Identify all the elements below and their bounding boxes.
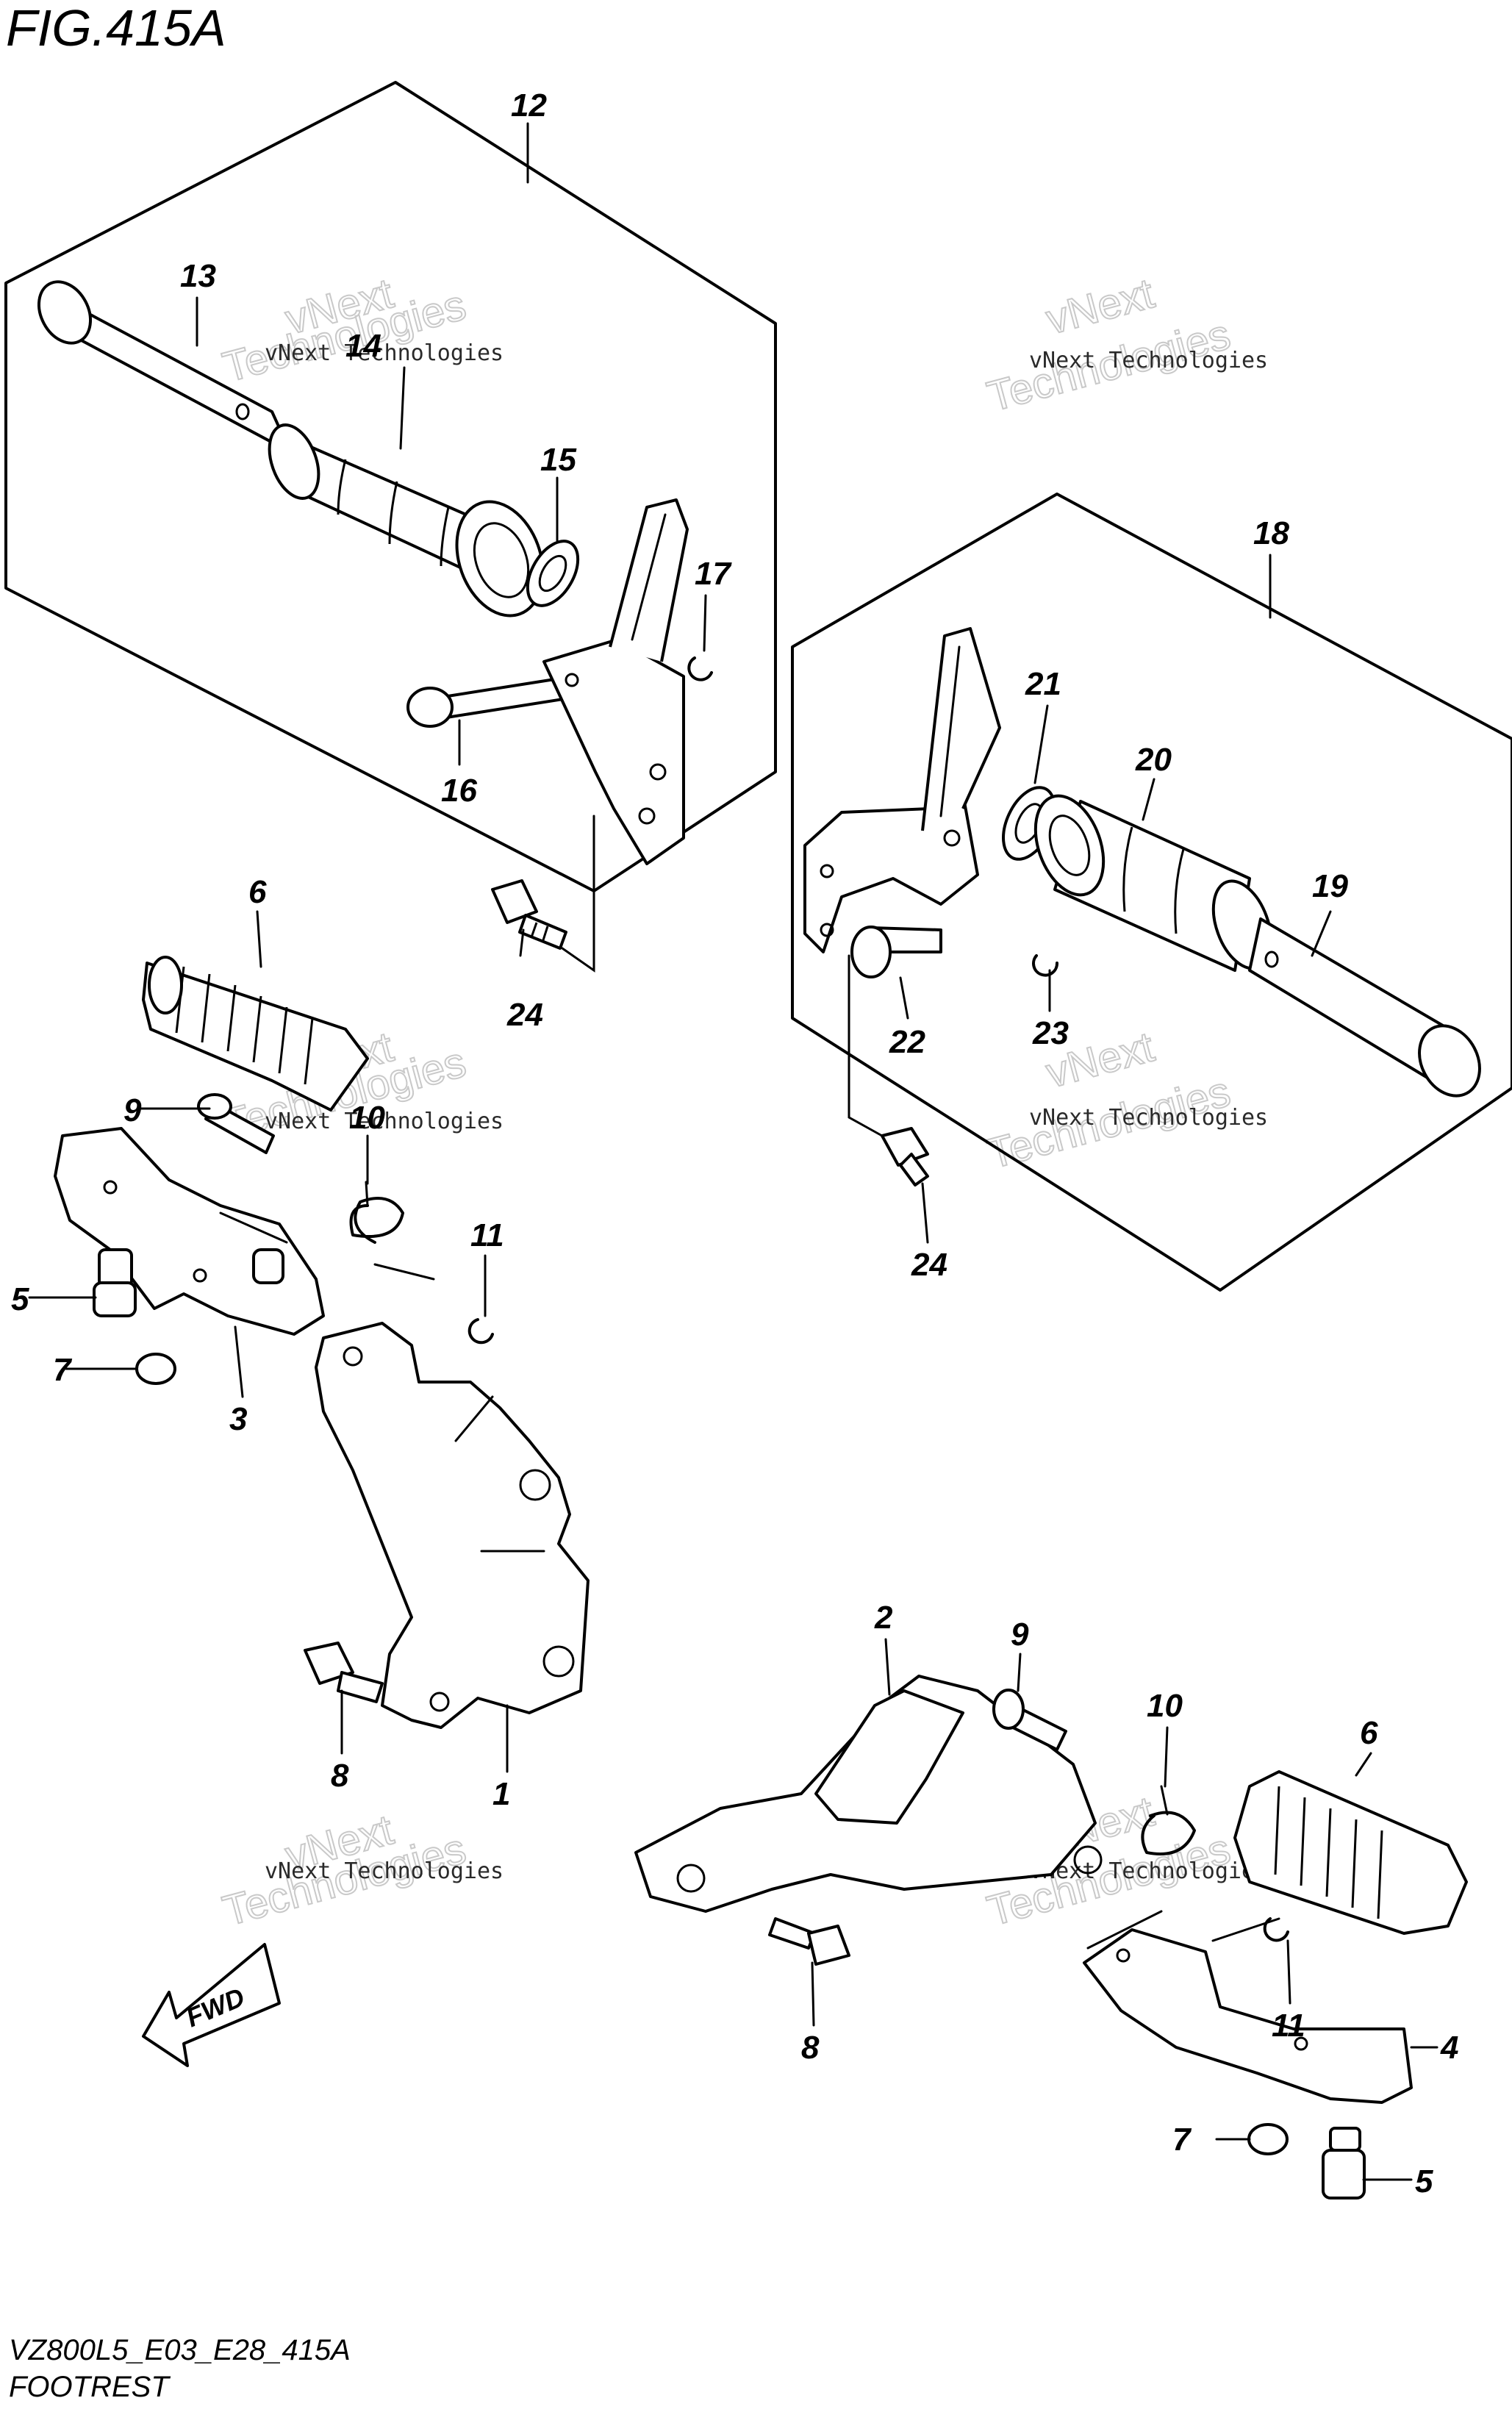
part-17-circlip (687, 656, 713, 681)
kit-box-18 (791, 493, 1512, 1292)
callout-23: 23 (1032, 1015, 1069, 1051)
callout-1: 1 (492, 1776, 510, 1812)
part-15-washer (526, 540, 580, 607)
callout-19: 19 (1312, 868, 1348, 904)
callout-labels: 12 13 14 15 17 16 24 18 21 20 19 22 23 2… (11, 87, 1458, 2199)
callout-24-right: 24 (911, 1247, 947, 1283)
part-8-bolt-left (304, 1642, 384, 1703)
callout-7-right: 7 (1172, 2122, 1192, 2158)
kit-box-12 (4, 81, 777, 892)
part-20-footrest-rubber (1033, 794, 1273, 972)
part-7-nut-left (135, 1353, 176, 1385)
callout-24-left: 24 (506, 997, 543, 1033)
svg-text:vNext Technologies: vNext Technologies (1029, 1105, 1268, 1131)
part-23-circlip (1032, 954, 1059, 977)
callout-3: 3 (229, 1401, 247, 1437)
svg-text:vNext Technologies: vNext Technologies (265, 1858, 504, 1884)
callout-15: 15 (540, 442, 576, 478)
part-10-spring-left (349, 1181, 404, 1244)
callout-6-left: 6 (248, 874, 267, 910)
part-11-clip-left (467, 1318, 494, 1345)
callout-13: 13 (180, 258, 216, 294)
leader-lines (28, 122, 1438, 2181)
callout-6-right: 6 (1360, 1715, 1378, 1751)
part-2-footrest-stay-right (634, 1675, 1103, 1913)
diagram-name: FOOTREST (9, 2371, 171, 2403)
callout-8-left: 8 (331, 1758, 349, 1794)
part-22-pin (850, 926, 942, 978)
callout-10-left: 10 (349, 1100, 385, 1136)
watermark-bottom-left: Technologies vNext vNext Technologies (218, 1805, 504, 1936)
leader-kit18-bolt (848, 954, 884, 1137)
kit-12-bracket (542, 498, 689, 865)
part-19-footrest-shaft (1248, 917, 1481, 1098)
callout-2: 2 (874, 1600, 893, 1636)
part-5-bolt-left (93, 1248, 137, 1317)
svg-text:vNext Technologies: vNext Technologies (1029, 348, 1268, 373)
svg-text:vNext Technologies: vNext Technologies (265, 340, 504, 366)
part-14-footrest-rubber (268, 423, 545, 618)
part-10-spring-right (1141, 1785, 1196, 1855)
callout-11-right: 11 (1272, 2008, 1305, 2044)
callout-20: 20 (1135, 742, 1172, 778)
callout-4: 4 (1440, 2030, 1458, 2066)
callout-12: 12 (511, 87, 547, 124)
figure-title: FIG.415A (6, 0, 226, 57)
part-4-footrest-bracket-right (1083, 1928, 1413, 2104)
callout-9-right: 9 (1011, 1617, 1029, 1653)
callout-14: 14 (345, 328, 381, 364)
callout-8-right: 8 (801, 2030, 820, 2066)
fwd-direction-arrow: FWD (142, 1943, 281, 2067)
part-8-bolt-right (768, 1917, 850, 1966)
kit-18-bracket (803, 627, 1001, 953)
callout-18: 18 (1253, 515, 1289, 551)
part-1-footrest-stay-left (315, 1322, 590, 1729)
diagram-code: VZ800L5_E03_E28_415A (9, 2334, 351, 2366)
callout-5-left: 5 (11, 1281, 29, 1317)
part-3-footrest-bracket-left (54, 1127, 325, 1336)
callout-7-left: 7 (53, 1352, 73, 1388)
callout-21: 21 (1025, 666, 1061, 702)
callout-9-left: 9 (123, 1092, 142, 1128)
part-6-footrest-rubber-left (142, 956, 369, 1112)
part-7-nut-right (1247, 2123, 1289, 2155)
leader-kit12-bolt (561, 815, 595, 973)
part-24-bolt-right (881, 1127, 929, 1186)
callout-17: 17 (695, 556, 732, 592)
part-9-pin-left (197, 1093, 275, 1154)
watermark-top-right: Technologies vNext vNext Technologies (982, 268, 1269, 421)
callout-11-left: 11 (470, 1217, 504, 1253)
callout-10-right: 10 (1147, 1688, 1183, 1724)
part-9-pin-right (992, 1689, 1067, 1751)
part-6-footrest-rubber-right (1233, 1770, 1468, 1935)
svg-text:vNext Technologies: vNext Technologies (265, 1109, 504, 1134)
part-5-bolt-right (1322, 2127, 1366, 2199)
watermark-mid-right: Technologies vNext vNext Technologies (982, 1022, 1269, 1178)
callout-5-right: 5 (1415, 2163, 1433, 2199)
callout-16: 16 (441, 773, 477, 809)
callout-22: 22 (889, 1024, 925, 1060)
part-16-pin (406, 675, 578, 728)
part-24-bolt-left (491, 879, 567, 950)
svg-text:vNext Technologies: vNext Technologies (1029, 1858, 1268, 1884)
